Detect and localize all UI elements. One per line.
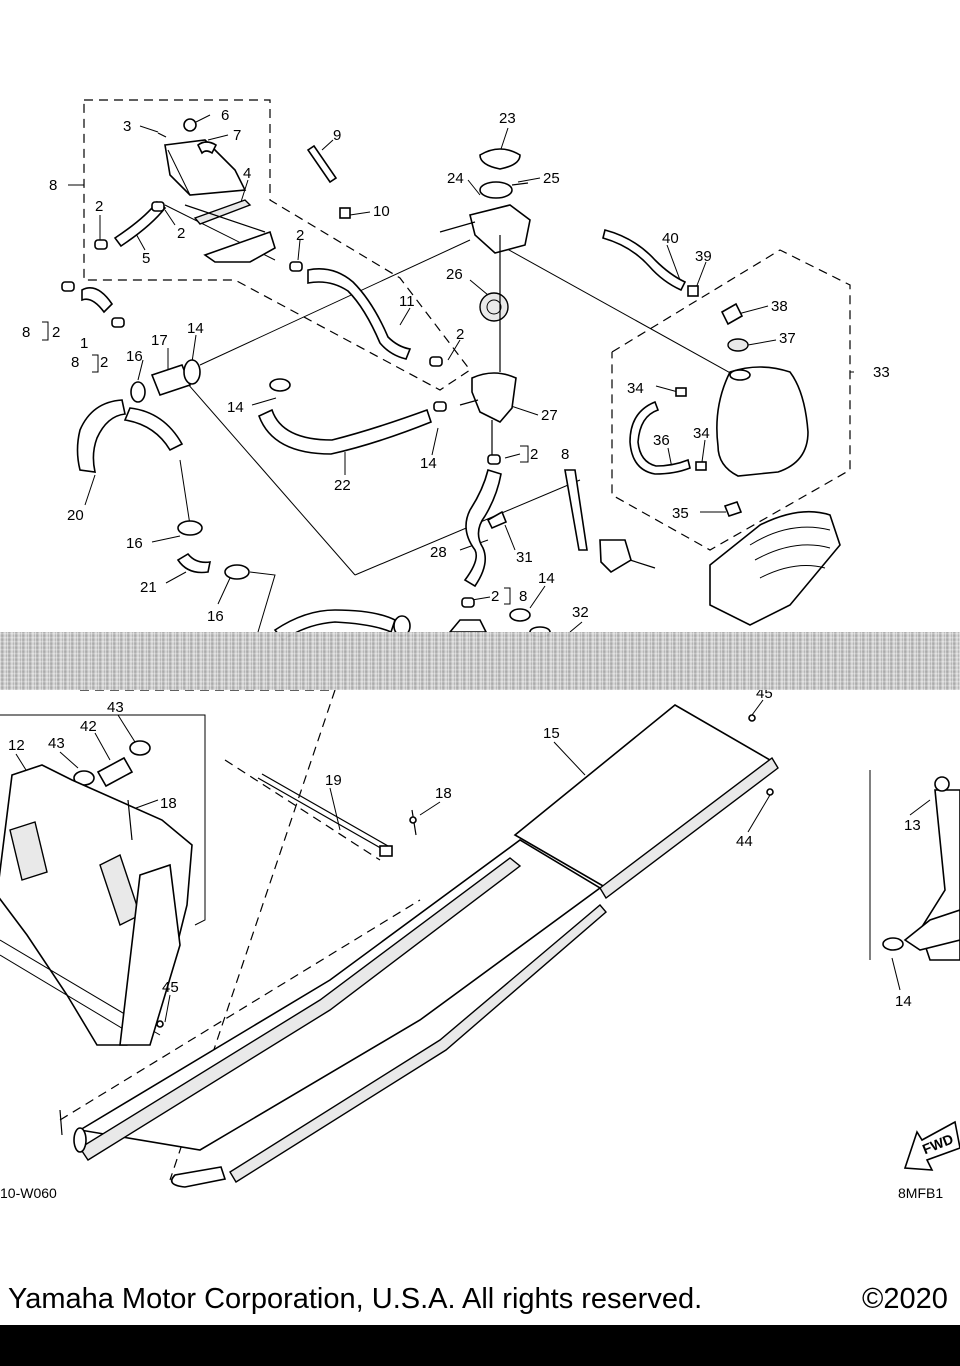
callout: 35 <box>672 505 689 522</box>
callout: 43 <box>48 735 65 752</box>
callout: 14 <box>227 399 244 416</box>
callout: 2 <box>491 588 499 605</box>
callout: 15 <box>543 725 560 742</box>
copyright-text: Yamaha Motor Corporation, U.S.A. All rig… <box>8 1283 703 1315</box>
upper-parts <box>61 118 841 642</box>
callout: 16 <box>126 535 143 552</box>
callout: 8 <box>49 177 57 194</box>
callout: 14 <box>538 570 555 587</box>
gasket <box>193 199 252 225</box>
callout: 37 <box>779 330 796 347</box>
callout: 27 <box>541 407 558 424</box>
callout: 4 <box>243 165 251 182</box>
callout: 33 <box>873 364 890 381</box>
callout: 6 <box>221 107 229 124</box>
callout: 10 <box>373 203 390 220</box>
callout: 2 <box>530 446 538 463</box>
callout: 43 <box>107 699 124 716</box>
callout: 28 <box>430 544 447 561</box>
callout: 2 <box>456 326 464 343</box>
callout: 39 <box>695 248 712 265</box>
hose-20 <box>76 399 184 473</box>
callout: 11 <box>399 293 415 310</box>
callout: 8 <box>22 324 30 341</box>
callout: 21 <box>140 579 157 596</box>
lower-parts <box>0 704 960 1188</box>
callout: 20 <box>67 507 84 524</box>
diagram-code-left: 10-W060 <box>0 1185 57 1201</box>
callout: 8 <box>561 446 569 463</box>
callout: 45 <box>162 979 179 996</box>
callout: 31 <box>516 549 533 566</box>
callout: 8 <box>519 588 527 605</box>
callout: 16 <box>207 608 224 625</box>
callout: 34 <box>693 425 710 442</box>
coolant-tank <box>716 366 809 477</box>
callout: 36 <box>653 432 670 449</box>
callout: 23 <box>499 110 516 127</box>
radiator-cap <box>479 148 521 170</box>
callout: 18 <box>435 785 452 802</box>
hose-40 <box>602 229 687 292</box>
callout: 16 <box>126 348 143 365</box>
callout: 42 <box>80 718 97 735</box>
callout: 22 <box>334 477 351 494</box>
callout: 38 <box>771 298 788 315</box>
callout: 14 <box>187 320 204 337</box>
leader-lines <box>0 114 931 1181</box>
callout: 5 <box>142 250 150 267</box>
callout: 25 <box>543 170 560 187</box>
hose-22 <box>257 408 432 455</box>
copyright-year: ©2020 <box>862 1283 948 1315</box>
callout: 26 <box>446 266 463 283</box>
callout: 3 <box>123 118 131 135</box>
thermostat <box>479 292 509 322</box>
callout: 17 <box>151 332 168 349</box>
reservoir-tank <box>164 139 247 196</box>
callout: 2 <box>95 198 103 215</box>
callout: 1 <box>80 335 88 352</box>
callout: 2 <box>52 324 60 341</box>
callout: 12 <box>8 737 25 754</box>
callout: 24 <box>447 170 464 187</box>
callout: 2 <box>177 225 185 242</box>
thermostat-cover <box>469 204 531 254</box>
group-outlines <box>83 99 851 551</box>
callout: 7 <box>233 127 241 144</box>
hose-11 <box>307 268 412 360</box>
callout: 18 <box>160 795 177 812</box>
callout: 34 <box>627 380 644 397</box>
callout: 2 <box>296 227 304 244</box>
callout: 13 <box>904 817 921 834</box>
callout: 2 <box>100 354 108 371</box>
callout: 32 <box>572 604 589 621</box>
diagram-code-right: 8MFB1 <box>898 1185 943 1201</box>
callout: 8 <box>71 354 79 371</box>
fwd-arrow-icon <box>903 1120 960 1171</box>
scan-noise-overlay <box>0 632 960 690</box>
bottom-bar <box>0 1325 960 1366</box>
callout: 19 <box>325 772 342 789</box>
callout: 9 <box>333 127 341 144</box>
callout: 14 <box>420 455 437 472</box>
callout: 44 <box>736 833 753 850</box>
callout: 14 <box>895 993 912 1010</box>
callout: 40 <box>662 230 679 247</box>
thermostat-housing <box>471 372 517 423</box>
callout-labels: 3 6 7 9 23 24 25 8 4 10 2 2 5 2 40 39 26… <box>0 107 956 1201</box>
